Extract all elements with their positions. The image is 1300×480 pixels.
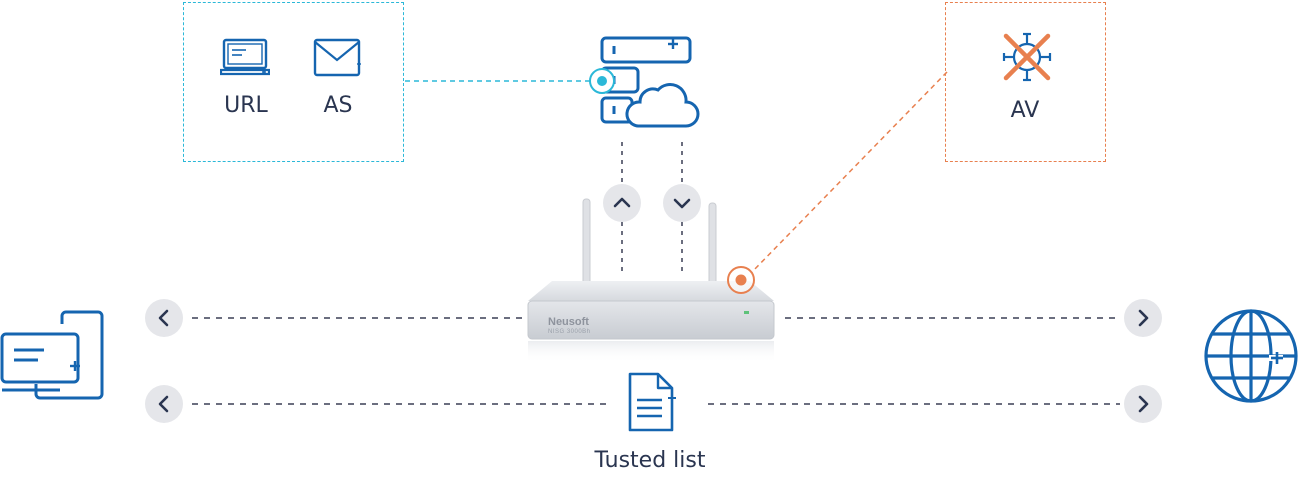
trusted-list-label: Tusted list [594, 448, 706, 473]
router-model: NISG 3000Bh [548, 329, 591, 335]
lan-chevron-left-upper-icon [145, 299, 183, 337]
virus-blocked-icon [1002, 32, 1052, 82]
lan-chevron-left-lower-icon [145, 385, 183, 423]
url-as-filter-box [183, 2, 404, 162]
as-label: AS [323, 93, 353, 118]
envelope-icon [313, 38, 361, 77]
router-brand: Neusoft [548, 316, 589, 328]
laptop-icon [220, 38, 270, 76]
url-label: URL [224, 93, 268, 118]
av-link-line [751, 71, 948, 273]
document-icon [628, 372, 676, 432]
av-label: AV [1010, 98, 1040, 123]
upload-chevron-icon [603, 184, 641, 222]
router-icon [527, 198, 775, 363]
wan-chevron-right-upper-icon [1124, 299, 1162, 337]
download-chevron-icon [663, 184, 701, 222]
av-connection-target-icon [727, 266, 755, 294]
devices-icon [0, 310, 104, 400]
wan-chevron-right-lower-icon [1124, 385, 1162, 423]
globe-icon [1204, 309, 1298, 403]
server-cloud-icon [589, 36, 700, 128]
av-filter-box [945, 2, 1106, 162]
